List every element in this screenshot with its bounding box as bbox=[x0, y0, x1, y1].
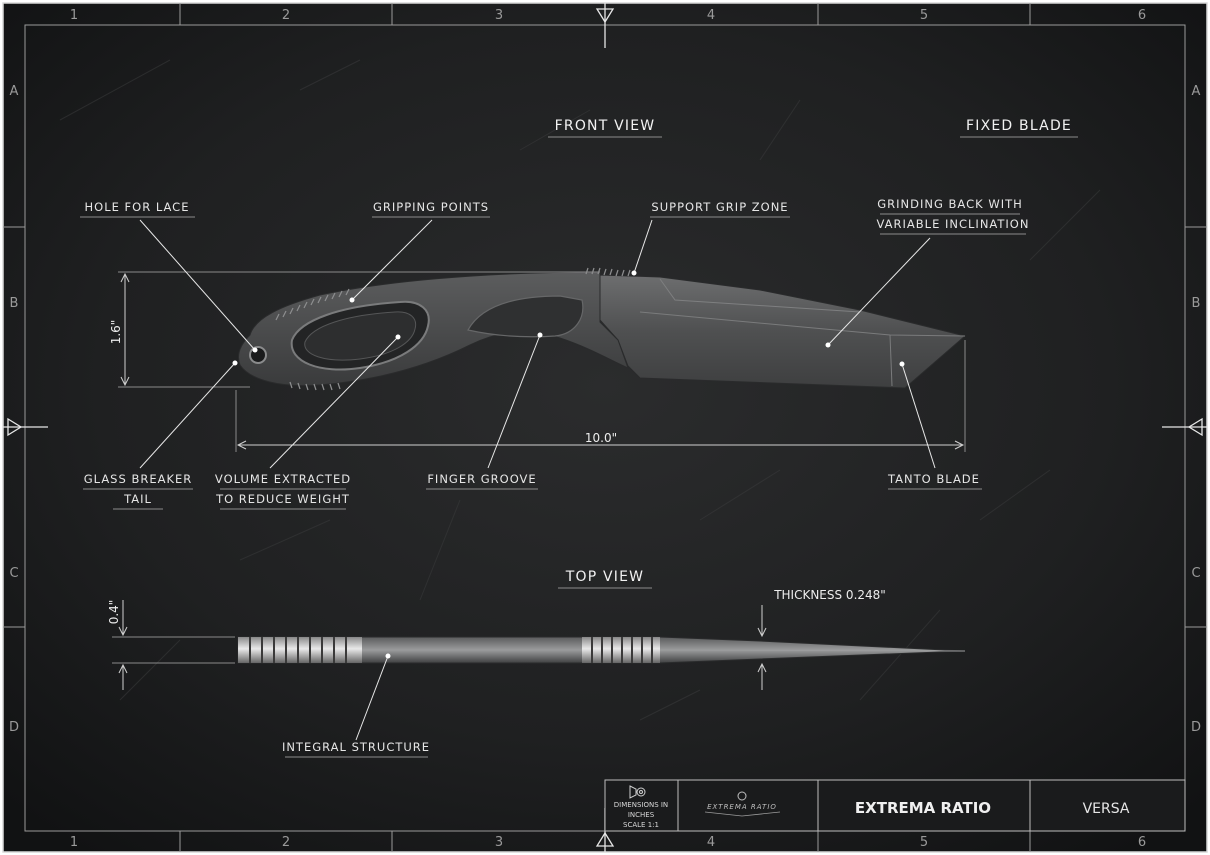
title-block-scale: SCALE 1:1 bbox=[623, 821, 659, 829]
ruler-col-bottom-1: 1 bbox=[70, 835, 78, 850]
blade-spine-highlight bbox=[659, 278, 861, 313]
logo-skull-icon bbox=[737, 791, 747, 801]
top-view-title: TOP VIEW bbox=[565, 569, 644, 585]
label-finger-groove: FINGER GROOVE bbox=[427, 472, 536, 486]
label-support-grip-zone: SUPPORT GRIP ZONE bbox=[651, 200, 788, 214]
front-leader-lines bbox=[139, 219, 936, 469]
lanyard-hole bbox=[249, 346, 267, 364]
label-hole-for-lace: HOLE FOR LACE bbox=[85, 200, 190, 214]
top-dimensions bbox=[112, 600, 767, 690]
label-grinding-back-line2: VARIABLE INCLINATION bbox=[877, 217, 1030, 231]
dark-panel bbox=[3, 3, 1207, 852]
ruler-columns-top: 1 2 3 4 5 6 bbox=[70, 8, 1146, 23]
logo-swoosh bbox=[704, 811, 781, 817]
integral-structure-leader bbox=[355, 655, 389, 741]
ruler-row-left-d: D bbox=[9, 720, 19, 735]
ruler-col-bottom-3: 3 bbox=[495, 835, 503, 850]
surface-texture bbox=[59, 59, 1101, 721]
title-block: DIMENSIONS IN INCHES SCALE 1:1 EXTREMA R… bbox=[604, 779, 1186, 832]
finger-groove-cutout bbox=[467, 295, 584, 338]
ruler-col-top-3: 3 bbox=[495, 8, 503, 23]
label-glass-breaker-line2: TAIL bbox=[123, 492, 152, 506]
knife-top-view bbox=[237, 636, 966, 664]
top-view-centerline bbox=[659, 649, 966, 652]
thickness-dimension: THICKNESS 0.248" bbox=[773, 588, 886, 602]
ruler-columns-bottom: 1 2 3 4 5 6 bbox=[70, 835, 1146, 850]
ruler-col-bottom-5: 5 bbox=[920, 835, 928, 850]
label-tanto-blade: TANTO BLADE bbox=[887, 472, 980, 486]
front-dimensions bbox=[118, 271, 966, 452]
ruler-col-top-6: 6 bbox=[1138, 8, 1146, 23]
label-glass-breaker-line1: GLASS BREAKER bbox=[84, 472, 193, 486]
height-dimension: 1.6" bbox=[109, 320, 123, 345]
ruler-row-left-c: C bbox=[9, 566, 18, 581]
label-gripping-points: GRIPPING POINTS bbox=[373, 200, 489, 214]
ruler-rows-right: A B C D bbox=[1191, 84, 1201, 735]
title-block-dimensions-line1: DIMENSIONS IN bbox=[614, 801, 668, 809]
label-volume-extracted-line1: VOLUME EXTRACTED bbox=[215, 472, 351, 486]
label-grinding-back-line1: GRINDING BACK WITH bbox=[877, 197, 1023, 211]
ruler-row-right-d: D bbox=[1191, 720, 1201, 735]
projection-icon bbox=[629, 785, 646, 799]
ruler-row-right-b: B bbox=[1192, 296, 1201, 311]
ruler-row-right-c: C bbox=[1191, 566, 1200, 581]
knife-front-view bbox=[237, 267, 967, 391]
ruler-col-bottom-2: 2 bbox=[282, 835, 290, 850]
tanto-transition-line bbox=[889, 334, 893, 387]
ruler-col-top-5: 5 bbox=[920, 8, 928, 23]
fixed-blade-title: FIXED BLADE bbox=[966, 118, 1072, 134]
ruler-row-left-b: B bbox=[10, 296, 19, 311]
grip-serrations bbox=[275, 267, 631, 391]
integral-structure-dot bbox=[385, 653, 391, 659]
ruler-col-top-4: 4 bbox=[707, 8, 715, 23]
ruler-col-top-2: 2 bbox=[282, 8, 290, 23]
front-view-title: FRONT VIEW bbox=[555, 118, 656, 134]
brand-logo: EXTREMA RATIO bbox=[704, 791, 781, 817]
label-volume-extracted-line2: TO REDUCE WEIGHT bbox=[215, 492, 350, 506]
ruler-col-top-1: 1 bbox=[70, 8, 78, 23]
top-view-ribs-rear bbox=[238, 637, 362, 663]
width-dimension: 0.4" bbox=[107, 600, 121, 625]
label-integral-structure: INTEGRAL STRUCTURE bbox=[282, 740, 430, 754]
title-block-model: VERSA bbox=[1083, 801, 1130, 817]
length-dimension: 10.0" bbox=[585, 431, 617, 445]
title-block-dimensions-line2: INCHES bbox=[628, 811, 655, 819]
ruler-row-left-a: A bbox=[10, 84, 19, 99]
ruler-row-right-a: A bbox=[1192, 84, 1201, 99]
title-block-brand: EXTREMA RATIO bbox=[855, 799, 991, 817]
ruler-rows-left: A B C D bbox=[9, 84, 19, 735]
ruler-col-bottom-6: 6 bbox=[1138, 835, 1146, 850]
ruler-col-bottom-4: 4 bbox=[707, 835, 715, 850]
top-view-ribs-front bbox=[582, 637, 660, 663]
logo-text: EXTREMA RATIO bbox=[707, 803, 777, 811]
